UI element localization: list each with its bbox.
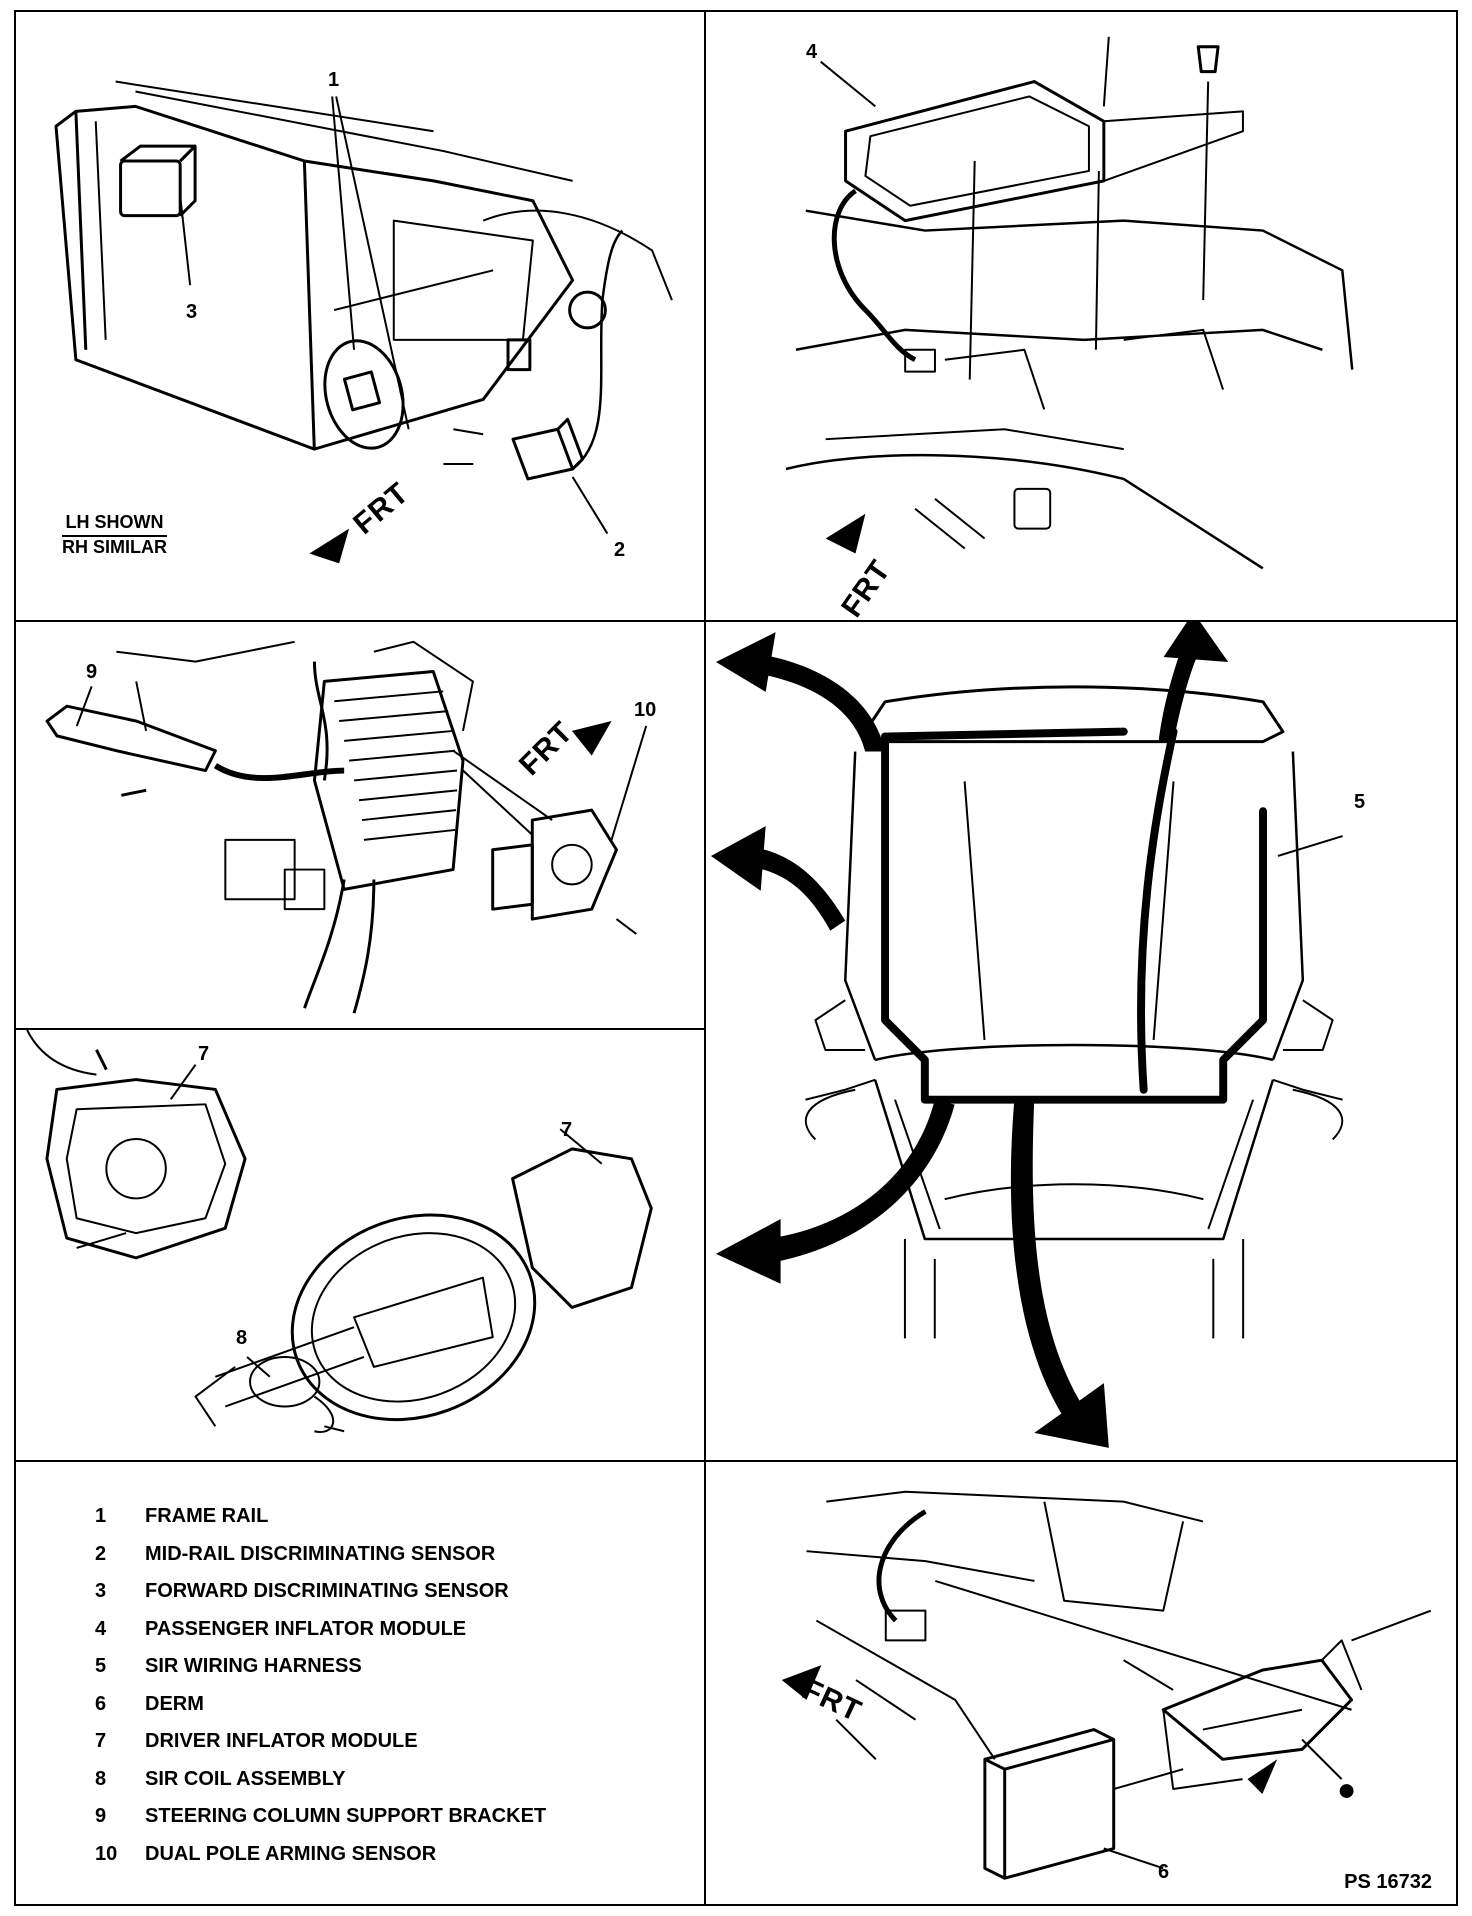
vehicle-harness-illustration: [710, 622, 1344, 1448]
panel-steering-column-arming-sensor: 9 10 FRT: [14, 620, 706, 1030]
legend-row: 3 FORWARD DISCRIMINATING SENSOR: [95, 1573, 546, 1611]
callout-8: 8: [236, 1327, 248, 1349]
legend-row: 6 DERM: [95, 1686, 546, 1724]
legend-row: 4 PASSENGER INFLATOR MODULE: [95, 1611, 546, 1649]
legend-number: 7: [95, 1730, 107, 1753]
panel-derm: 6 FRT: [704, 1460, 1458, 1906]
legend-row: 9 STEERING COLUMN SUPPORT BRACKET: [95, 1798, 546, 1836]
legend-row: 7 DRIVER INFLATOR MODULE: [95, 1723, 546, 1761]
legend-label: MID-RAIL DISCRIMINATING SENSOR: [145, 1542, 496, 1565]
legend-label: DERM: [145, 1692, 204, 1715]
legend-label: STEERING COLUMN SUPPORT BRACKET: [145, 1805, 547, 1828]
passenger-inflator-illustration: [785, 36, 1354, 570]
callout-1: 1: [328, 69, 340, 91]
legend-row: 5 SIR WIRING HARNESS: [95, 1648, 546, 1686]
arming-sensor-illustration: [45, 640, 648, 1014]
legend-label: SIR WIRING HARNESS: [145, 1655, 362, 1678]
driver-inflator-illustration: [26, 1030, 653, 1434]
legend-label: DRIVER INFLATOR MODULE: [145, 1730, 418, 1753]
legend-row: 2 MID-RAIL DISCRIMINATING SENSOR: [95, 1536, 546, 1574]
panel-driver-inflator: 7 7 8: [14, 1028, 706, 1462]
legend-number: 8: [95, 1767, 107, 1790]
legend-row: 8 SIR COIL ASSEMBLY: [95, 1761, 546, 1799]
panel-passenger-inflator: 4 FRT: [704, 10, 1458, 623]
callout-7a: 7: [198, 1043, 210, 1065]
panel-frame-rail-sensors: 1 2 3 FRT LH SHOWN RH SIMILAR: [14, 10, 706, 622]
legend-number: 6: [95, 1692, 107, 1715]
callout-7b: 7: [561, 1119, 573, 1141]
figure-id: PS 16732: [1344, 1871, 1432, 1893]
note-lh-shown: LH SHOWN: [62, 512, 167, 537]
callout-5: 5: [1354, 791, 1366, 813]
component-legend: 1 FRAME RAIL 2 MID-RAIL DISCRIMINATING SEN…: [95, 1498, 546, 1873]
legend-number: 5: [95, 1655, 107, 1678]
callout-3: 3: [186, 301, 198, 323]
legend-number: 2: [95, 1542, 107, 1565]
legend-row: 1 FRAME RAIL: [95, 1498, 546, 1536]
lh-rh-note: LH SHOWN RH SIMILAR: [62, 512, 167, 558]
legend-label: SIR COIL ASSEMBLY: [145, 1767, 346, 1790]
legend-number: 9: [95, 1805, 107, 1828]
panel-vehicle-harness: 5: [704, 620, 1458, 1462]
callout-2: 2: [614, 539, 626, 561]
frame-rail-illustration: [54, 80, 673, 564]
callout-4: 4: [806, 41, 818, 63]
callout-6: 6: [1158, 1861, 1170, 1883]
legend-label: FRAME RAIL: [145, 1505, 269, 1528]
legend-label: PASSENGER INFLATOR MODULE: [145, 1617, 467, 1640]
legend-label: DUAL POLE ARMING SENSOR: [145, 1842, 437, 1865]
legend-number: 10: [95, 1842, 118, 1865]
derm-illustration: [781, 1490, 1432, 1880]
callout-10: 10: [634, 699, 657, 721]
legend-row: 10 DUAL POLE ARMING SENSOR: [95, 1836, 546, 1874]
callout-9: 9: [86, 661, 98, 683]
panel-legend: [14, 1460, 706, 1906]
legend-number: 4: [95, 1617, 107, 1640]
legend-number: 3: [95, 1580, 107, 1603]
legend-label: FORWARD DISCRIMINATING SENSOR: [145, 1580, 509, 1603]
legend-number: 1: [95, 1505, 107, 1528]
note-rh-similar: RH SIMILAR: [62, 537, 167, 557]
